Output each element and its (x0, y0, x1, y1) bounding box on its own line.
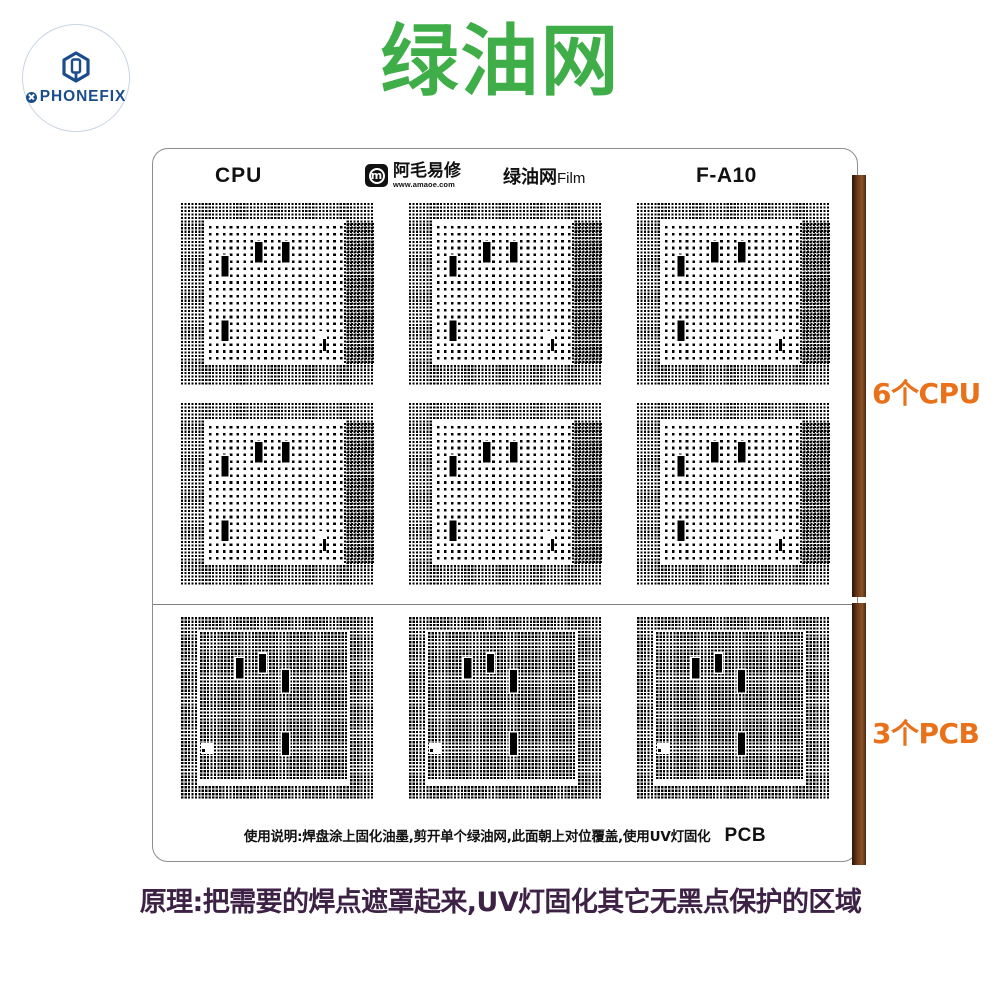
usage-instruction-text: 使用说明:焊盘涂上固化油墨,剪开单个绿油网,此面朝上对位覆盖,使用UV灯固化 (244, 825, 711, 845)
header-model-label: F-A10 (696, 164, 757, 188)
page-title: 绿油网 (0, 21, 1001, 104)
bga-stencil-cell (401, 611, 611, 807)
header-cpu-label: CPU (215, 164, 262, 188)
amaoe-brand-url: www.amaoe.com (393, 181, 461, 189)
x-circle-icon (25, 91, 37, 103)
bga-row-cpu-2 (173, 397, 839, 593)
bga-row-cpu-1 (173, 197, 839, 393)
footer-pcb-label: PCB (724, 825, 766, 847)
bga-stencil-cell (173, 197, 383, 393)
phone-wrench-hexagon-icon (59, 51, 93, 85)
bga-stencil-cell (173, 397, 383, 593)
amaoe-brand-cn: 阿毛易修 (393, 163, 461, 180)
bga-stencil-cell (173, 611, 383, 807)
bga-stencil-cell (629, 611, 839, 807)
header-product-cn: 绿油网 (503, 167, 557, 188)
header-product-en: Film (557, 170, 585, 187)
stencil-header: CPU m 阿毛易修 www.amaoe.com 绿油网Film F-A10 (153, 159, 857, 193)
bga-stencil-cell (401, 397, 611, 593)
brand-wordmark-row: PHONEFIX (25, 89, 126, 105)
stencil-plate: CPU m 阿毛易修 www.amaoe.com 绿油网Film F-A10 (152, 148, 858, 862)
header-product-label: 绿油网Film (503, 163, 585, 189)
bga-stencil-cell (629, 197, 839, 393)
brand-name: PHONEFIX (40, 89, 126, 105)
amaoe-brand-block: m 阿毛易修 www.amaoe.com (365, 163, 461, 189)
section-divider (153, 604, 857, 606)
bga-row-pcb-1 (173, 611, 839, 807)
amaoe-logo-letter: m (365, 164, 388, 187)
side-bar-cpu (852, 175, 866, 597)
bga-stencil-cell (629, 397, 839, 593)
stencil-footer: 使用说明:焊盘涂上固化油墨,剪开单个绿油网,此面朝上对位覆盖,使用UV灯固化 P… (153, 825, 857, 847)
side-label-pcb: 3个PCB (872, 712, 980, 752)
brand-badge: PHONEFIX (22, 24, 130, 132)
bga-stencil-cell (401, 197, 611, 393)
principle-text: 原理:把需要的焊点遮罩起来,UV灯固化其它无黑点保护的区域 (0, 880, 1001, 919)
amaoe-text-block: 阿毛易修 www.amaoe.com (393, 163, 461, 189)
side-bar-pcb (852, 603, 866, 865)
side-label-cpu: 6个CPU (872, 372, 981, 412)
amaoe-m-logo-icon: m (365, 164, 388, 188)
